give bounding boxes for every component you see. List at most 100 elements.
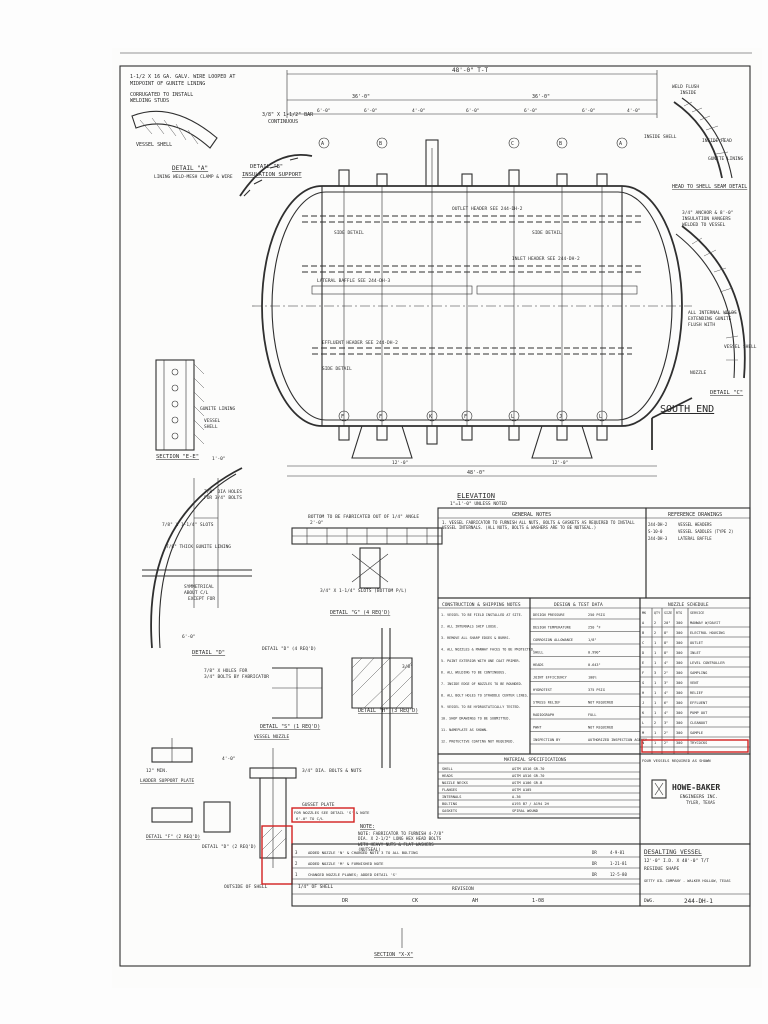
- svg-text:36'-0": 36'-0": [532, 94, 550, 100]
- nozzle-cell: SAMPLING: [690, 671, 707, 675]
- nozzle-cell: 4": [664, 691, 668, 695]
- nozzle-cell: 8": [664, 631, 668, 635]
- revision-number: 2: [295, 861, 298, 866]
- nozzle-cell: 2": [664, 731, 668, 735]
- material-spec: A-36: [512, 795, 521, 799]
- svg-text:A: A: [321, 141, 324, 147]
- revision-number: 3: [295, 850, 298, 855]
- svg-text:INSIDE: INSIDE: [680, 90, 697, 96]
- svg-text:6'-0": 6'-0": [466, 108, 480, 114]
- nozzle-column-header: RTG: [676, 611, 682, 615]
- nozzle-column-header: SERVICE: [690, 611, 704, 615]
- svg-text:6'-0": 6'-0": [317, 108, 331, 114]
- callout-outlet-header: OUTLET HEADER SEE 244-DH-2: [452, 206, 523, 212]
- svg-text:L: L: [511, 414, 514, 420]
- nozzle-cell: 2": [664, 741, 668, 745]
- nozzle-cell: 300: [676, 661, 683, 665]
- callout-inlet-header: INLET HEADER SEE 244-DH-2: [512, 256, 580, 262]
- svg-text:A: A: [619, 141, 622, 147]
- title-block: DESALTING VESSEL 12'-0" I.D. X 48'-0" T/…: [639, 843, 751, 907]
- callout-lateral-baffle: LATERAL BAFFLE SEE 244-DH-3: [317, 278, 390, 284]
- reference-dwg-number: S-10-0: [648, 529, 663, 534]
- design-data-label: SHELL: [533, 651, 544, 655]
- nozzle-cell: L: [642, 721, 644, 725]
- section-ee-group: GUNITE LINING VESSEL SHELL SECTION "E-E": [155, 359, 236, 460]
- detail-a-note: 1-1/2 X 16 GA. GALV. WIRE LOOPED AT: [130, 74, 235, 80]
- nozzle-column-header: MK: [642, 611, 647, 615]
- nozzle-cell: 300: [676, 741, 683, 745]
- svg-text:SHELL: SHELL: [204, 424, 218, 430]
- nozzle-cell: 300: [676, 641, 683, 645]
- construction-note: 7. INSIDE EDGE OF NOZZLES TO BE ROUNDED.: [441, 682, 523, 686]
- south-end-label: SOUTH END: [660, 404, 714, 415]
- design-data-value: 250 °F: [588, 626, 601, 630]
- material-part: NOZZLE NECKS: [442, 781, 468, 785]
- svg-text:3/8" X 1-1/2" BAR: 3/8" X 1-1/2" BAR: [262, 112, 314, 118]
- nozzle-cell: 3": [664, 681, 668, 685]
- svg-text:1/4" OF SHELL: 1/4" OF SHELL: [298, 884, 334, 890]
- nozzle-cell: 300: [676, 691, 683, 695]
- nozzle-column-header: QTY: [654, 611, 660, 615]
- svg-text:J: J: [559, 414, 562, 420]
- revision-date: 1-21-81: [610, 861, 627, 866]
- svg-text:3/4" X 1-1/4" SLOTS (BOTTOM P/: 3/4" X 1-1/4" SLOTS (BOTTOM P/L): [320, 588, 407, 594]
- svg-text:GUNITE LINING: GUNITE LINING: [200, 406, 236, 412]
- head-to-shell-label: HEAD TO SHELL SEAM DETAIL: [672, 184, 747, 190]
- nozzle-cell: A: [642, 621, 645, 625]
- nozzle-cell: INLET: [690, 651, 702, 655]
- svg-text:B: B: [379, 141, 382, 147]
- nozzle-cell: 1: [654, 651, 656, 655]
- nozzle-cell: 1: [654, 691, 656, 695]
- nozzle-cell: F: [642, 671, 644, 675]
- nozzle-cell: 2: [654, 621, 656, 625]
- nozzle-cell: J: [642, 701, 644, 705]
- detail-d-label: DETAIL "D": [192, 650, 225, 656]
- material-part: BOLTING: [442, 802, 457, 806]
- svg-text:CORRUGATED TO INSTALL: CORRUGATED TO INSTALL: [130, 92, 193, 98]
- title-line-3: RESIDUE SHAPE: [644, 866, 680, 872]
- svg-text:4'-0": 4'-0": [222, 756, 236, 762]
- design-data-value: NOT REQUIRED: [588, 701, 613, 705]
- svg-text:DETAIL "D" (4 REQ'D): DETAIL "D" (4 REQ'D): [262, 646, 316, 652]
- nozzle-cell: PUMP OUT: [690, 711, 708, 715]
- nozzle-cell: N: [642, 741, 644, 745]
- revision-by: DR: [592, 872, 597, 877]
- nozzle-cell: 1: [654, 701, 656, 705]
- outside-shell-label: OUTSIDE OF SHELL: [224, 884, 268, 890]
- reference-dwg-desc: VESSEL SADDLES (TYPE 2): [678, 529, 733, 534]
- south-end-group: SOUTH END: [651, 397, 714, 450]
- nozzle-callout: NOZZLE: [690, 370, 707, 376]
- nozzle-cell: 300: [676, 701, 683, 705]
- construction-note: 10. SHOP DRAWINGS TO BE SUBMITTED.: [441, 717, 510, 721]
- general-notes-header: GENERAL NOTES: [512, 512, 551, 518]
- construction-note: 5. PAINT EXTERIOR WITH ONE COAT PRIMER.: [441, 659, 521, 663]
- svg-text:F: F: [341, 414, 344, 420]
- detail-c-group: 3/4" ANCHOR & 8'-0" INSULATION HANGERS W…: [675, 210, 757, 396]
- design-data-label: DESIGN PRESSURE: [533, 613, 565, 617]
- nozzle-cell: 3: [654, 671, 656, 675]
- title-line-1: DESALTING VESSEL: [644, 849, 702, 856]
- construction-note: 9. VESSEL TO BE HYDROSTATICALLY TESTED.: [441, 705, 521, 709]
- svg-text:GUNITE LINING: GUNITE LINING: [708, 156, 744, 162]
- revision-by: DR: [592, 861, 597, 866]
- svg-text:48'-0": 48'-0": [467, 470, 485, 476]
- svg-text:INSULATION HANGERS: INSULATION HANGERS: [682, 216, 731, 222]
- revision-description: ADDED NOZZLE 'M' & FURNISHED NOTE: [308, 861, 384, 866]
- svg-text:FOR 3/4" BOLTS: FOR 3/4" BOLTS: [204, 495, 242, 501]
- nozzle-cell: CLEANOUT: [690, 721, 708, 725]
- design-data-label: RADIOGRAPH: [533, 713, 554, 717]
- nozzle-cell: 300: [676, 681, 683, 685]
- svg-text:4'-0": 4'-0": [627, 108, 641, 114]
- svg-text:INSIDE SHELL: INSIDE SHELL: [644, 134, 677, 140]
- revision-header: REVISION: [452, 886, 474, 892]
- nozzle-cell: EFFLUENT: [690, 701, 708, 705]
- general-notes-table: GENERAL NOTES 1. VESSEL FABRICATOR TO FU…: [437, 507, 647, 599]
- svg-text:12'-0": 12'-0": [552, 460, 568, 466]
- sign-approved: AH: [472, 898, 478, 904]
- nozzle-cell: 8": [664, 651, 668, 655]
- construction-note: 11. NAMEPLATE AS SHOWN.: [441, 728, 488, 732]
- callout-side-detail-2: SIDE DETAIL: [532, 230, 562, 236]
- svg-text:FLUSH WITH: FLUSH WITH: [688, 322, 715, 328]
